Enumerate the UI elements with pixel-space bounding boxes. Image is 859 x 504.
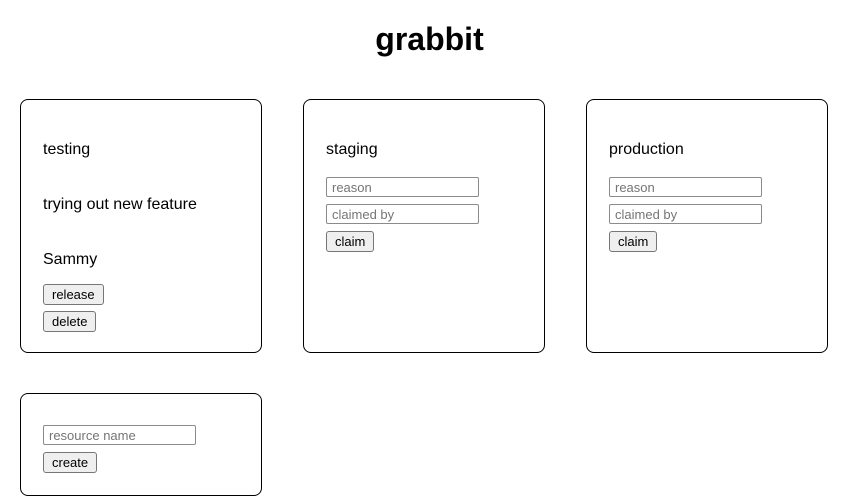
claimed-by-input[interactable] [609, 204, 762, 224]
create-button-row: create [43, 452, 239, 473]
create-button[interactable]: create [43, 452, 98, 473]
claim-button-row: claim [609, 231, 805, 252]
resource-name-field [43, 425, 239, 445]
delete-button[interactable]: delete [43, 311, 97, 332]
resource-name-input[interactable] [43, 425, 196, 445]
resource-name: staging [326, 141, 378, 158]
page-title: grabbit [375, 21, 484, 57]
claim-button-row: claim [326, 231, 522, 252]
resources-row: testing trying out new feature Sammy rel… [20, 99, 859, 353]
claimed-by-input[interactable] [326, 204, 479, 224]
claim-button[interactable]: claim [326, 231, 375, 252]
resource-name: testing [43, 141, 91, 158]
reason-field [609, 177, 805, 197]
claim-button[interactable]: claim [609, 231, 658, 252]
resource-card-staging: staging claim [303, 99, 545, 353]
resource-name: production [609, 141, 684, 158]
claimed-by-field [609, 204, 805, 224]
resource-card-testing: testing trying out new feature Sammy rel… [20, 99, 262, 353]
reason-input[interactable] [609, 177, 762, 197]
release-button-row: release [43, 284, 239, 305]
reason-input[interactable] [326, 177, 479, 197]
claimed-by-text: Sammy [43, 251, 98, 268]
resource-card-production: production claim [586, 99, 828, 353]
claim-reason-text: trying out new feature [43, 196, 197, 213]
create-resource-card: create [20, 393, 262, 496]
reason-field [326, 177, 522, 197]
delete-button-row: delete [43, 311, 239, 332]
claimed-by-field [326, 204, 522, 224]
release-button[interactable]: release [43, 284, 104, 305]
